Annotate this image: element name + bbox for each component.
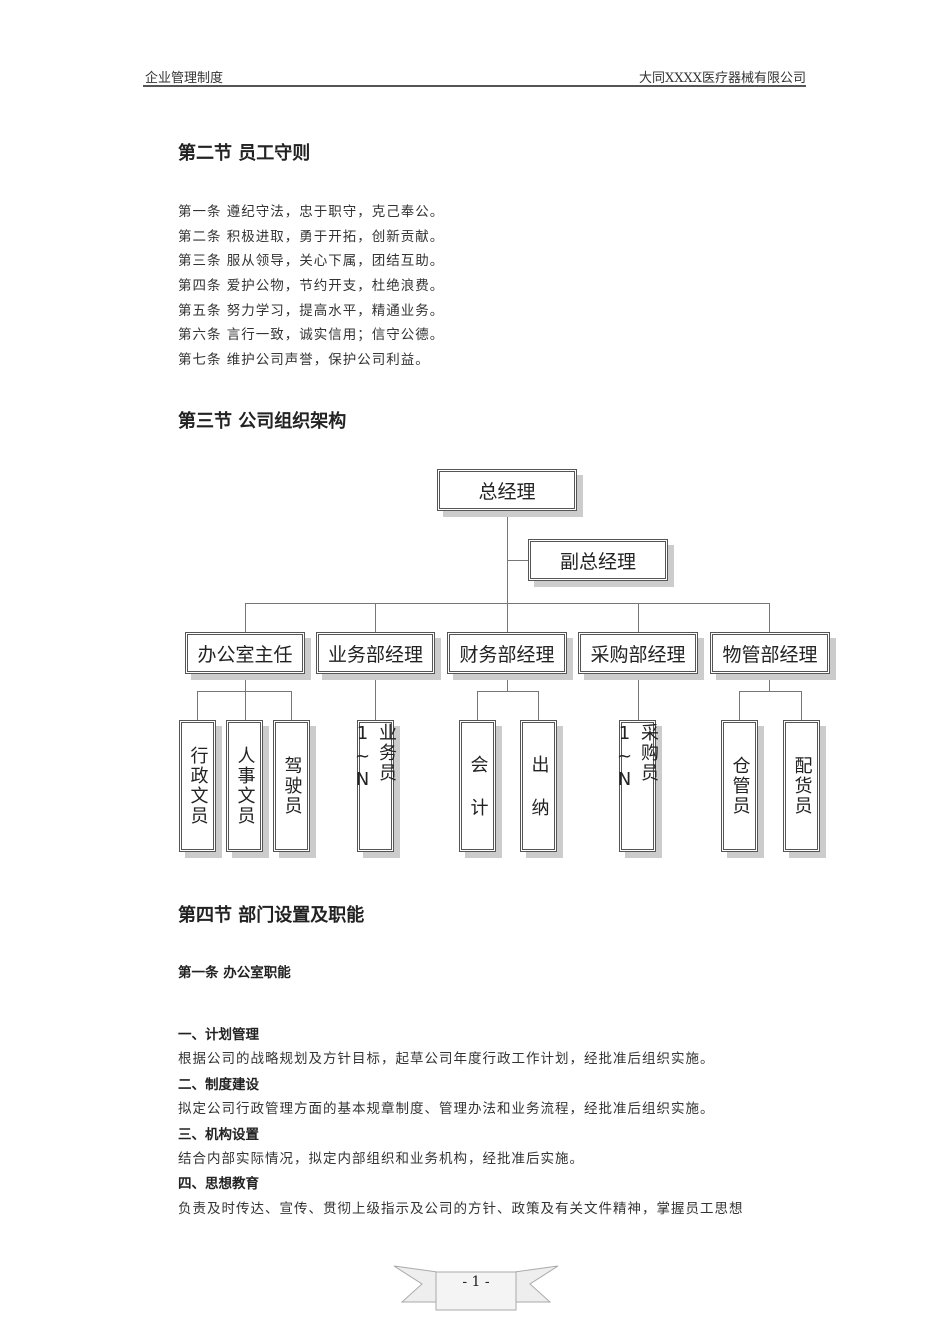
- org-node-staff: 出 纳: [520, 720, 557, 852]
- rule-item: 第七条 维护公司声誉，保护公司利益。: [178, 352, 430, 368]
- rule-item: 第六条 言行一致，诚实信用；信守公德。: [178, 327, 445, 343]
- header-left: 企业管理制度: [145, 71, 224, 86]
- item-text: 结合内部实际情况，拟定内部组织和业务机构，经批准后实施。: [178, 1151, 584, 1167]
- item-heading: 一、计划管理: [178, 1027, 259, 1043]
- org-node-dept: 采购部经理: [578, 632, 698, 674]
- page-ribbon-icon: [393, 1265, 559, 1311]
- section-title: 第四节 部门设置及职能: [178, 905, 365, 926]
- rule-item: 第二条 积极进取，勇于开拓，创新贡献。: [178, 229, 445, 245]
- org-node-staff: 业务员1~N: [352, 720, 397, 852]
- article-title: 第一条 办公室职能: [178, 965, 291, 981]
- item-heading: 二、制度建设: [178, 1077, 259, 1093]
- item-text: 负责及时传达、宣传、贯彻上级指示及公司的方针、政策及有关文件精神，掌握员工思想: [178, 1201, 744, 1217]
- item-heading: 四、思想教育: [178, 1176, 259, 1192]
- org-node-dept: 业务部经理: [316, 632, 435, 674]
- org-node-staff: 仓管员: [721, 720, 758, 852]
- org-node-staff: 采购员1~N: [614, 720, 659, 852]
- item-heading: 三、机构设置: [178, 1127, 259, 1143]
- rule-item: 第三条 服从领导，关心下属，团结互助。: [178, 253, 445, 269]
- section-title: 第三节 公司组织架构: [178, 411, 347, 432]
- rule-item: 第四条 爱护公物，节约开支，杜绝浪费。: [178, 278, 445, 294]
- page-number: - 1 -: [462, 1274, 490, 1290]
- org-node-general-manager: 总经理: [437, 469, 577, 511]
- header-rule: [143, 85, 806, 87]
- org-node-dept: 物管部经理: [710, 632, 830, 674]
- rule-item: 第一条 遵纪守法，忠于职守，克己奉公。: [178, 204, 445, 220]
- org-node-staff: 人事文员: [226, 720, 263, 852]
- org-node-staff: 行政文员: [179, 720, 216, 852]
- section-title: 第二节 员工守则: [178, 143, 311, 164]
- org-node-staff: 驾驶员: [273, 720, 310, 852]
- item-text: 根据公司的战略规划及方针目标，起草公司年度行政工作计划，经批准后组织实施。: [178, 1051, 715, 1067]
- header-right: 大同XXXX医疗器械有限公司: [638, 71, 806, 86]
- org-node-dept: 财务部经理: [447, 632, 567, 674]
- org-node-staff: 配货员: [783, 720, 820, 852]
- org-node-dept: 办公室主任: [185, 632, 305, 674]
- org-node-staff: 会 计: [459, 720, 496, 852]
- item-text: 拟定公司行政管理方面的基本规章制度、管理办法和业务流程，经批准后组织实施。: [178, 1101, 715, 1117]
- rule-item: 第五条 努力学习，提高水平，精通业务。: [178, 303, 445, 319]
- org-node-deputy-manager: 副总经理: [528, 539, 668, 581]
